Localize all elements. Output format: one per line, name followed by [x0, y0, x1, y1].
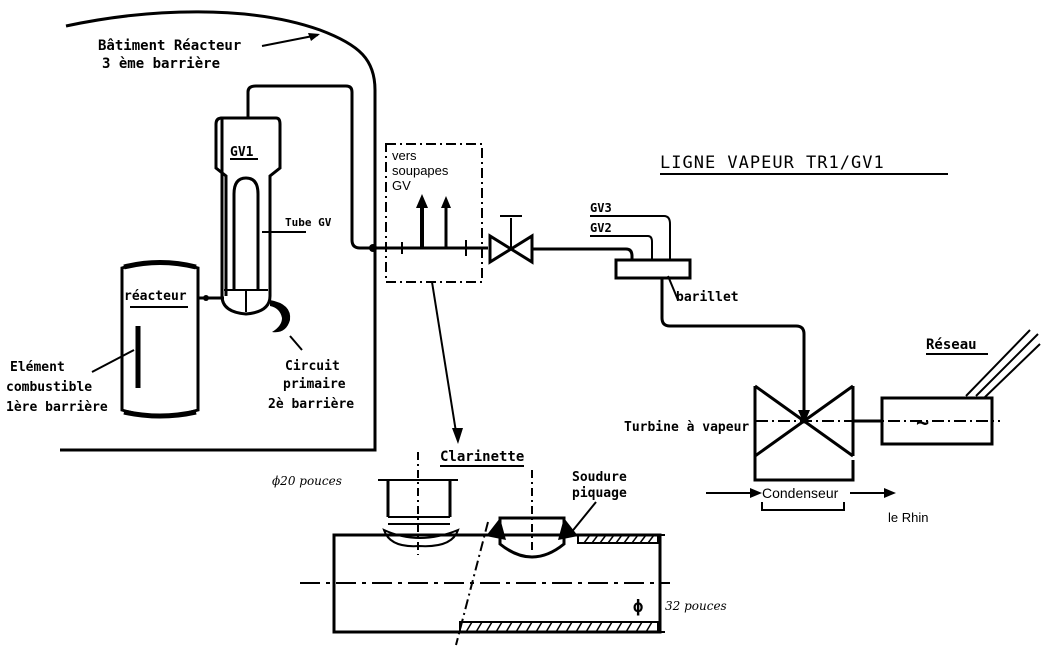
fuel-element-label: Elément combustible 1ère barrière [6, 349, 135, 415]
soudure-label-line1: Soudure [572, 470, 627, 485]
valves-label-line1: vers [392, 148, 417, 163]
gv2-label: GV2 [590, 221, 612, 235]
fuel-label-line3: 1ère barrière [6, 400, 108, 415]
building-label-line1: Bâtiment Réacteur [98, 38, 241, 54]
junction-dot [203, 295, 209, 301]
title-text: LIGNE VAPEUR TR1/GV1 [660, 153, 885, 173]
grid-lines [965, 329, 1041, 399]
welded-nozzle [498, 516, 566, 559]
gv2-line [590, 235, 653, 260]
nozzle-20 [386, 480, 452, 517]
reactor-vessel: réacteur [120, 260, 224, 419]
primary-circuit-hook [270, 300, 291, 333]
steam-line-to-turbine [660, 278, 806, 420]
barillet-pointer [667, 275, 679, 301]
hatched-wall-top [577, 534, 659, 544]
tube-gv-text: Tube GV [285, 216, 332, 229]
building-pointer-arrow [261, 34, 319, 47]
generator-symbol: ~ [916, 411, 929, 436]
weld-bead [486, 518, 578, 540]
reactor-label: réacteur [124, 289, 187, 304]
diam-20-label: ϕ20 pouces [272, 474, 342, 488]
steam-generator-gv1: GV1 [214, 116, 282, 316]
isolation-valve [488, 215, 534, 265]
arrow-down-icon [798, 410, 810, 424]
section-cut-line [455, 521, 489, 646]
hatching [583, 534, 655, 544]
arrow-up-icon [441, 196, 451, 208]
wall-penetration [369, 244, 377, 252]
condenser-label: Condenseur [762, 485, 839, 501]
arrow-up-icon [416, 194, 428, 208]
primary-pointer [289, 335, 303, 351]
fuel-pointer-arrow [91, 349, 135, 373]
nozzle-20-saddle [382, 528, 460, 548]
barillet-label: barillet [676, 290, 739, 305]
primary-label-line2: primaire [283, 377, 346, 392]
flange-marks [401, 240, 467, 256]
fuel-label-line2: combustible [6, 380, 92, 395]
arrow-right-icon [884, 488, 896, 498]
clarinette-label: Clarinette [440, 449, 524, 465]
gv2-gv3-lines: GV3 GV2 [590, 201, 671, 260]
steam-line-to-barillet [532, 247, 634, 260]
condenser-bracket [761, 502, 845, 511]
gv3-label: GV3 [590, 201, 612, 215]
soudure-pointer [569, 501, 597, 535]
hatching [465, 621, 653, 633]
turbine-label: Turbine à vapeur [624, 420, 749, 435]
steam-turbine: Turbine à vapeur [624, 384, 1000, 482]
detail-pointer [431, 281, 457, 433]
gv1-label: GV1 [230, 145, 254, 160]
steam-pipe-gv1 [246, 84, 375, 250]
building-label: Bâtiment Réacteur 3 ème barrière [98, 33, 320, 72]
rhin-label: le Rhin [888, 510, 928, 525]
reseau-label: Réseau [926, 337, 977, 353]
diagram-title: LIGNE VAPEUR TR1/GV1 [660, 153, 948, 175]
primary-label-line3: 2è barrière [268, 397, 354, 412]
barillet: barillet [614, 258, 810, 424]
soudure-label-line2: piquage [572, 486, 627, 501]
arrow-down-icon [452, 428, 463, 444]
arrowhead-icon [308, 33, 320, 41]
arrow-right-icon [750, 488, 762, 498]
building-label-line2: 3 ème barrière [102, 56, 220, 72]
valves-label-line3: GV [392, 178, 411, 193]
valves-label-line2: soupapes [392, 163, 449, 178]
primary-label-line1: Circuit [285, 359, 340, 374]
clarinette-detail: Clarinette ϕ20 pouces Soudure piquage ϕ … [272, 449, 727, 646]
condenser: Condenseur le Rhin [706, 485, 928, 525]
tube-gv-label: Tube GV [262, 216, 332, 233]
primary-circuit: Circuit primaire 2è barrière [268, 300, 354, 412]
safety-valves-box: vers soupapes GV [385, 143, 483, 283]
generator: ~ Réseau [880, 329, 1041, 446]
diam-32-label: 32 pouces [665, 599, 727, 613]
reactor-building-outline [60, 10, 377, 452]
fuel-label-line1: Elément [10, 360, 65, 375]
gv3-line [590, 215, 671, 260]
diam-32-symbol: ϕ [633, 597, 643, 617]
